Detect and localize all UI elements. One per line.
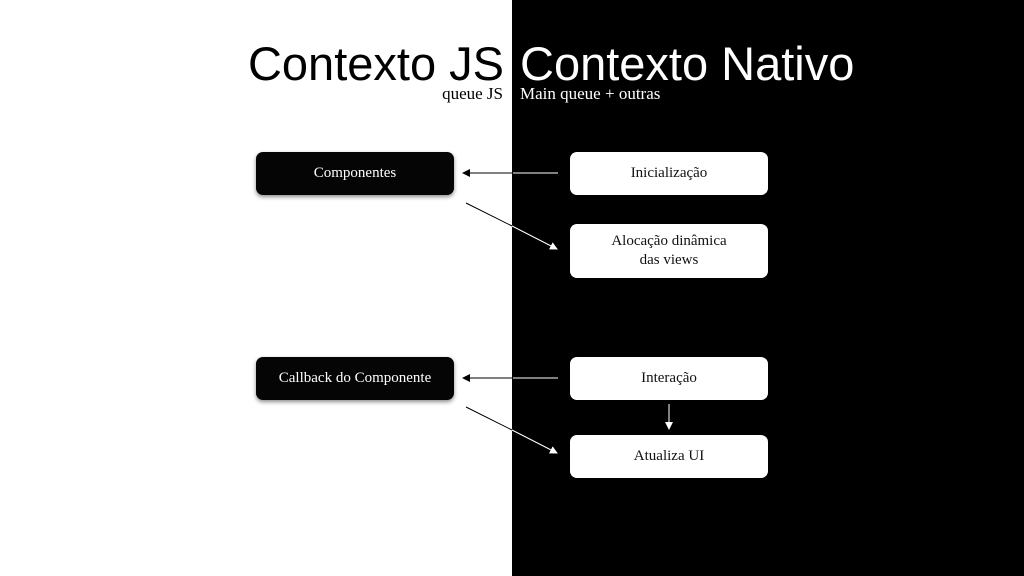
native-queue-label: Main queue + outras <box>520 84 661 103</box>
interacao-node: Interação <box>570 357 768 400</box>
arrow-componentes-to-alocacao-head <box>511 225 558 250</box>
alocacao-node: Alocação dinâmica das views <box>570 224 768 278</box>
js-context-title: Contexto JS <box>247 37 504 90</box>
callback-node: Callback do Componente <box>256 357 454 400</box>
arrow-callback-to-atualiza <box>465 406 513 431</box>
inicializacao-label: Inicialização <box>630 165 708 181</box>
atualiza-ui-label: Atualiza UI <box>633 448 705 464</box>
inicializacao-node: Inicialização <box>570 152 768 195</box>
arrow-callback-to-atualiza-head <box>511 429 558 454</box>
alocacao-label-line2: das views <box>639 252 699 268</box>
componentes-node: Componentes <box>256 152 454 195</box>
native-context-title: Contexto Nativo <box>520 37 855 90</box>
js-queue-label: queue JS <box>442 84 503 103</box>
arrow-componentes-to-alocacao <box>465 202 513 227</box>
alocacao-label-line1: Alocação dinâmica <box>611 233 727 249</box>
atualiza-ui-node: Atualiza UI <box>570 435 768 478</box>
componentes-label: Componentes <box>313 165 397 181</box>
js-context-panel <box>0 0 512 576</box>
interacao-label: Interação <box>641 370 697 386</box>
callback-label: Callback do Componente <box>278 370 432 386</box>
native-context-panel <box>512 0 1024 576</box>
